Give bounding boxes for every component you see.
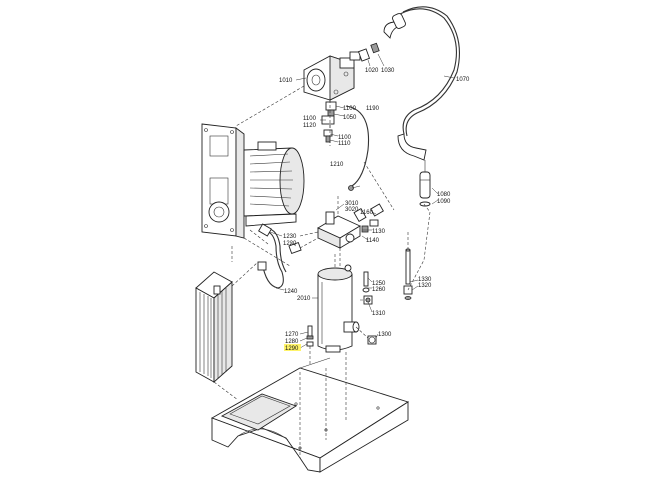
inlet-fittings [357,13,406,62]
callout-1310: 1310 [372,311,386,317]
callout-1030: 1030 [381,68,395,74]
callout-1250: 1250 [372,281,386,287]
callout-1020: 1020 [365,68,379,74]
callout-3010: 3010 [345,201,359,207]
callout-1070: 1070 [456,77,470,83]
callout-1280: 1280 [285,339,299,345]
cooler [195,261,259,401]
base-frame [210,352,410,473]
callout-1260: 1260 [372,287,386,293]
callout-2010: 2010 [297,296,311,302]
callout-highlight [284,344,301,351]
callout-1190: 1190 [366,106,380,112]
bolt-set [306,325,314,364]
hose-1210 [345,105,370,191]
callout-1110: 1110 [338,141,351,147]
callout-1330: 1330 [418,277,432,283]
callout-1080: 1080 [437,192,451,198]
callout-1210: 1210 [330,162,344,168]
callout-1100-b: 1100 [303,116,317,122]
callout-1160: 1160 [360,210,374,216]
callout-1320: 1320 [418,283,432,289]
callout-3020: 3020 [345,207,359,213]
callout-1100-a: 1100 [343,106,357,112]
hose-1070 [397,6,460,161]
motor-assembly [201,123,305,267]
callout-1130: 1130 [372,229,386,235]
callout-1100-c: 1100 [338,135,352,141]
callout-leaders [269,53,455,349]
callout-1230: 1230 [283,234,297,240]
separator-tank [317,254,360,353]
air-end [235,51,361,144]
callout-labels: 1020 1030 1010 1070 1100 1190 1100 1120 … [279,68,470,352]
callout-1010: 1010 [279,78,293,84]
valve-block [299,196,384,268]
filter-element [419,160,431,207]
callout-1300: 1300 [378,332,392,338]
callout-1140: 1140 [366,238,380,244]
callout-1240: 1240 [284,289,298,295]
callout-1120: 1120 [303,123,317,129]
assembly-lines [249,161,431,291]
callout-1050: 1050 [343,115,357,121]
callout-1090: 1090 [437,199,451,205]
callout-1220: 1220 [283,241,297,247]
callout-1270: 1270 [285,332,299,338]
fittings-cluster [321,100,337,146]
tank-fittings [355,271,377,345]
callout-1290: 1290 [285,346,299,352]
